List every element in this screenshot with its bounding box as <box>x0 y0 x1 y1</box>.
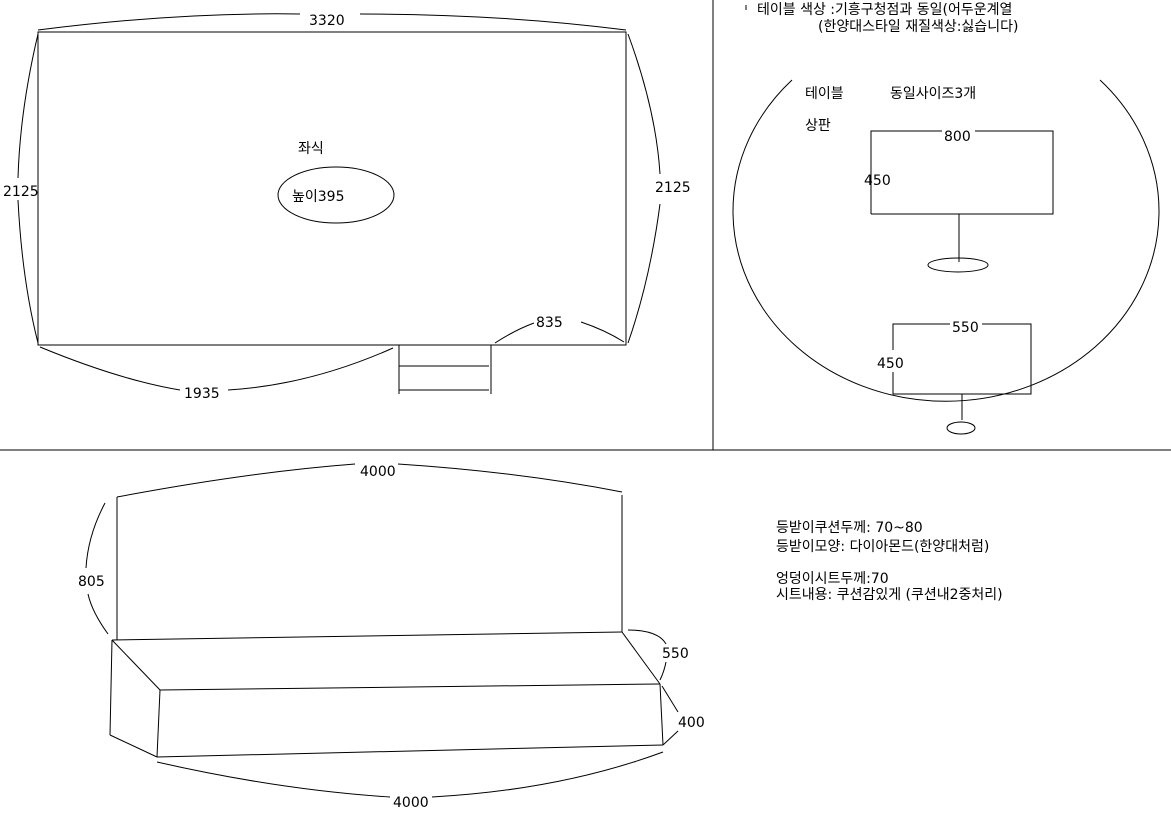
note-back-shape: 등받이모양: 다이아몬드(한양대처럼) <box>776 539 989 555</box>
note-seat-thickness: 엉덩이시트두께:70 <box>776 571 889 587</box>
table-section: 테이블 색상 :기흥구청점과 동일(어두운계열 (한양대스타일 재질색상:싫습니… <box>732 2 1160 435</box>
dim-top-width: 3320 <box>309 13 345 29</box>
sofa-bottom-width: 4000 <box>393 795 429 811</box>
sofa-line <box>156 744 664 758</box>
dimension-line <box>662 730 679 746</box>
spec-notes: 등받이쿠션두께: 70~80 등받이모양: 다이아몬드(한양대처럼) 엉덩이시트… <box>776 520 1003 603</box>
dimension-arc <box>627 33 661 175</box>
dimension-arc <box>397 463 623 493</box>
dimension-arc <box>227 347 394 391</box>
sofa-top-width: 4000 <box>360 464 396 480</box>
dimension-arc <box>39 346 181 391</box>
table-color-line1: 테이블 색상 :기흥구청점과 동일(어두운계열 <box>757 2 1012 18</box>
dimension-arc <box>17 199 39 344</box>
table-color-line2: (한양대스타일 재질색상:싫습니다) <box>818 19 1018 35</box>
dimension-arc <box>116 463 356 498</box>
large-table-base <box>927 257 989 273</box>
table-count: 동일사이즈3개 <box>890 86 976 102</box>
sofa-line <box>621 631 661 685</box>
dimension-arc <box>87 593 109 635</box>
dimension-arc <box>627 203 661 344</box>
height-ellipse <box>277 166 395 224</box>
sofa-line <box>659 683 664 746</box>
sofa-line <box>111 639 161 691</box>
dimension-arc <box>431 751 664 798</box>
small-table-depth: 450 <box>877 356 904 372</box>
room-outline <box>37 31 627 346</box>
dimension-arc <box>156 761 391 798</box>
large-table-width: 800 <box>944 129 971 145</box>
sofa-line <box>109 734 158 758</box>
dimension-arc <box>17 33 39 179</box>
note-back-cushion-thickness: 등받이쿠션두께: 70~80 <box>776 520 923 536</box>
dimension-arc <box>85 502 106 569</box>
sofa-line <box>109 639 113 736</box>
sofa-seat-depth: 550 <box>662 646 689 662</box>
sofa-line <box>111 631 623 641</box>
small-table-width: 550 <box>952 320 979 336</box>
dim-bottom-left: 1935 <box>184 386 220 402</box>
enclosing-arc <box>732 79 1160 402</box>
dimension-line <box>661 685 679 713</box>
large-table-depth: 450 <box>864 173 891 189</box>
sofa-line <box>159 683 661 691</box>
sofa-back-height: 805 <box>78 574 105 590</box>
note-seat-content: 시트내용: 쿠션감있게 (쿠션내2중처리) <box>776 587 1003 603</box>
dimension-arc <box>494 322 535 344</box>
dim-right-height: 2125 <box>655 180 691 196</box>
dimension-arc <box>627 629 667 645</box>
small-table-top <box>892 323 1032 395</box>
sofa-line <box>156 689 161 758</box>
small-table-base <box>946 421 976 435</box>
table-top-label: 상판 <box>805 118 831 134</box>
dimension-arc <box>659 661 667 681</box>
floor-plan: 3320 2125 2125 1935 835 좌식 높이395 <box>3 13 691 402</box>
table-title: 테이블 <box>805 86 844 102</box>
dimension-arc <box>37 13 301 31</box>
sofa-drawing: 4000 805 550 400 4000 <box>78 463 705 811</box>
dimension-arc <box>580 321 625 343</box>
dimension-arc <box>359 13 627 31</box>
seat-height-label: 높이395 <box>292 189 344 205</box>
large-table-top <box>870 130 1054 215</box>
sofa-seat-height: 400 <box>678 715 705 731</box>
dim-left-height: 2125 <box>3 184 39 200</box>
dim-bottom-right: 835 <box>536 315 563 331</box>
seat-type-label: 좌식 <box>298 141 324 157</box>
